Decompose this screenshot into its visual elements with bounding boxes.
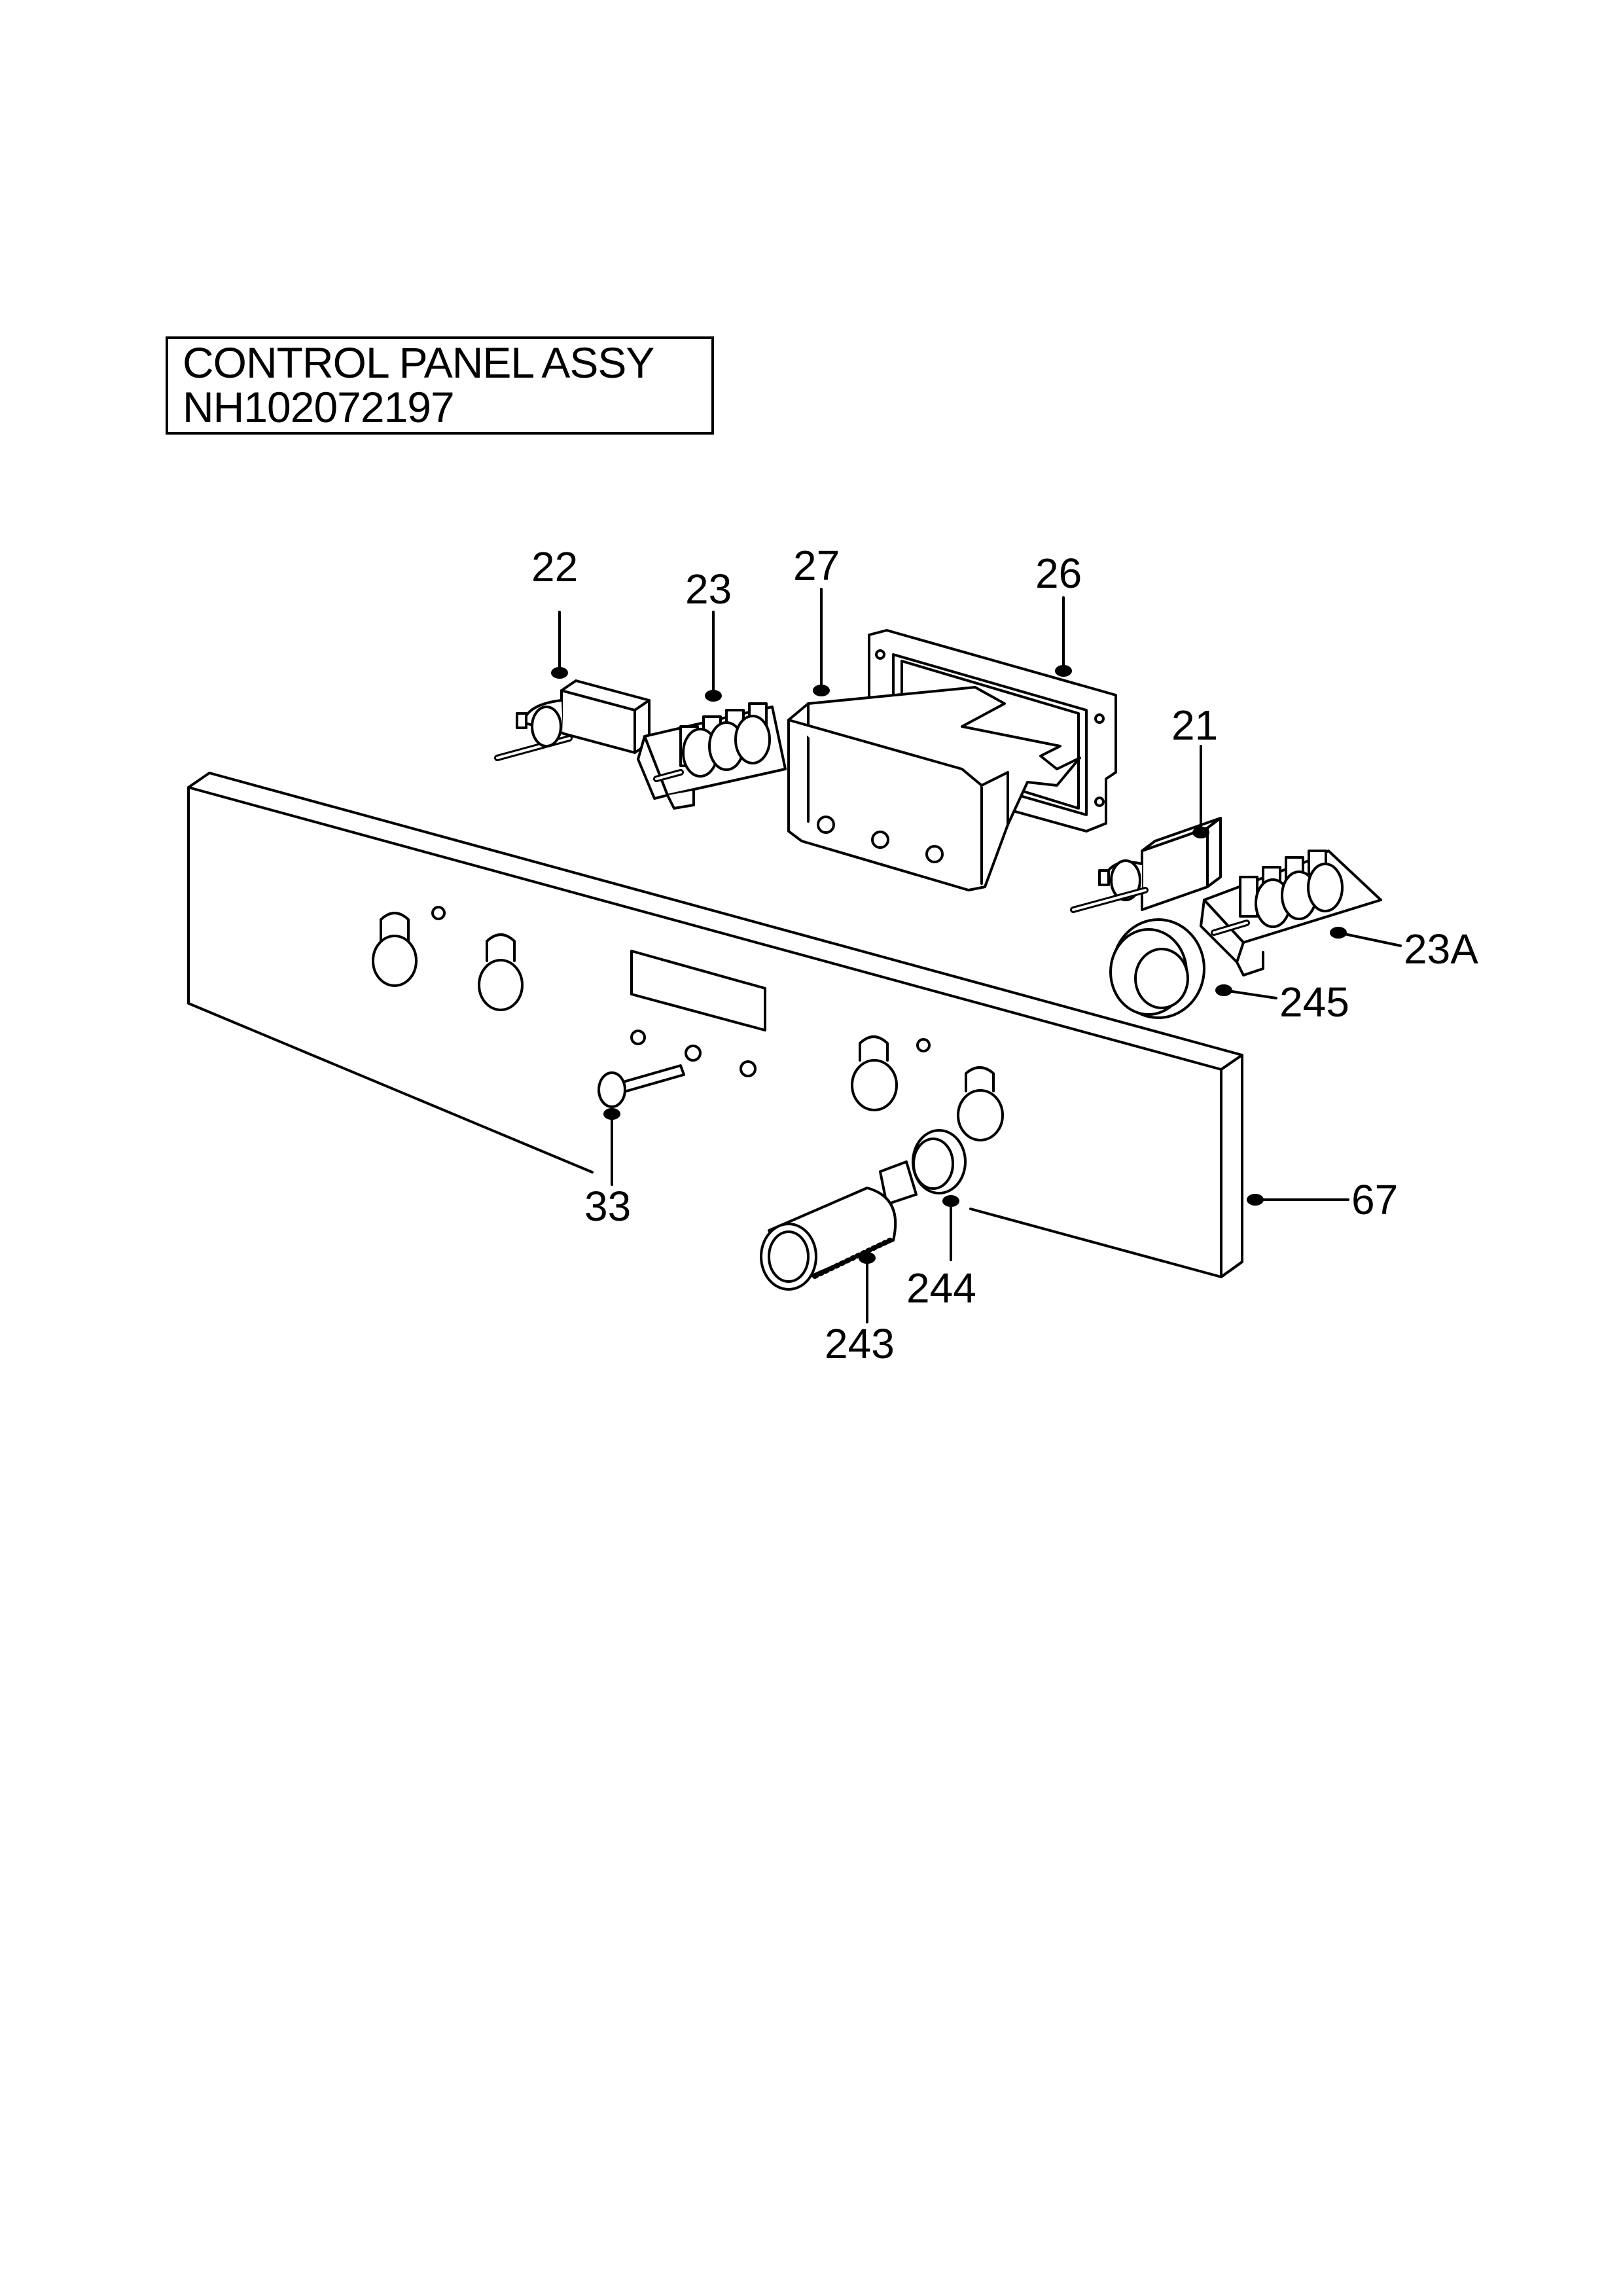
part-27-timer-module (787, 686, 1081, 891)
control-panel-fascia (187, 772, 1243, 1278)
callout-21: 21 (1171, 702, 1218, 749)
part-23a-selector-switch (1200, 850, 1382, 977)
part-33-push-pin (597, 1064, 685, 1108)
title-block: CONTROL PANEL ASSY NH102072197 (166, 336, 714, 435)
callout-23: 23 (685, 565, 732, 613)
callout-33: 33 (584, 1183, 631, 1230)
callout-67: 67 (1351, 1176, 1398, 1223)
part-243-control-knob (760, 1160, 918, 1291)
callout-245: 245 (1279, 978, 1349, 1026)
callout-27: 27 (793, 542, 840, 589)
callout-243: 243 (825, 1320, 895, 1367)
callout-26: 26 (1035, 550, 1082, 597)
part-23-selector-switch (637, 702, 787, 810)
assembly-part-number: NH102072197 (183, 383, 455, 431)
part-22-switch (494, 679, 651, 761)
part-244-knob-ring (912, 1129, 967, 1194)
leader-lines (558, 588, 1402, 1323)
callout-23a: 23A (1404, 925, 1478, 973)
leader-dots (551, 665, 1347, 1264)
callout-244: 244 (906, 1265, 976, 1312)
part-21-switch (1070, 817, 1222, 913)
assembly-title: CONTROL PANEL ASSY (183, 338, 654, 387)
callout-22: 22 (531, 543, 578, 590)
callout-labels: 22 23 27 26 21 23A 245 33 67 244 243 (531, 542, 1478, 1367)
part-245-bezel-ring (1109, 918, 1205, 1019)
